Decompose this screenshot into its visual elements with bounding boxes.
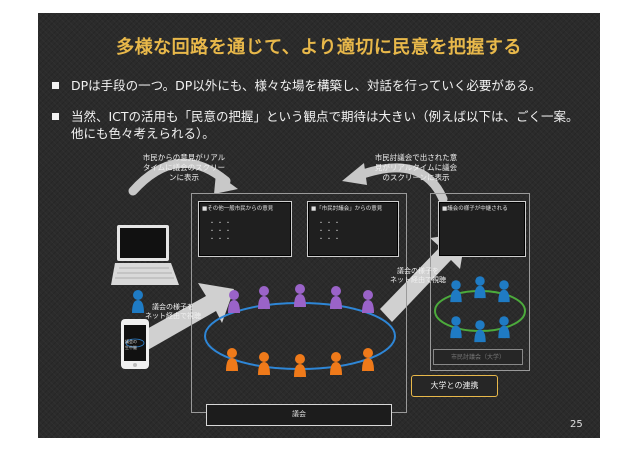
citizen-figure bbox=[450, 280, 462, 303]
laptop-icon bbox=[111, 223, 179, 289]
arrow-label-right: 議会の様子をネット経由で視聴 bbox=[390, 267, 446, 284]
bullet-2: 当然、ICTの活用も「民意の把握」という観点で期待は大きい（例えば以下は、ごく一… bbox=[52, 108, 592, 142]
councillor-figure bbox=[362, 290, 374, 313]
viewer-figure bbox=[132, 290, 144, 313]
caption-left-line3: ンに表示 bbox=[169, 173, 199, 182]
caption-right-line2: 見がリアルタイムに議会 bbox=[374, 163, 458, 172]
bullet-1-text: DPは手段の一つ。DP以外にも、様々な場を構築し、対話を行っていく必要がある。 bbox=[71, 78, 542, 93]
university-collaboration-callout: 大学との連携 bbox=[411, 375, 498, 397]
caption-left-line1: 市民からの意見がリアル bbox=[142, 153, 226, 162]
bullet-square-icon bbox=[52, 113, 59, 120]
slide: 多様な回路を通じて、より適切に民意を把握する DPは手段の一つ。DP以外にも、様… bbox=[38, 13, 600, 438]
screen-panel-citizens: ■その他一般市民からの意見 ・・・・・・・・・ bbox=[198, 201, 292, 257]
councillor-figure bbox=[228, 290, 240, 313]
panel-label: ■議会の様子が中継される bbox=[442, 206, 508, 212]
bullet-2-line1: 当然、ICTの活用も「民意の把握」という観点で期待は大きい（例えば以下は、ごく一… bbox=[71, 109, 579, 124]
screen-panel-forum: ■「市民討議会」からの意見 ・・・・・・・・・ bbox=[307, 201, 399, 257]
citizen-figure bbox=[498, 280, 510, 303]
bullet-2-line2: 他にも色々考えられる）。 bbox=[71, 126, 215, 141]
university-forum-bar: 市民討議会（大学） bbox=[433, 349, 523, 365]
caption-right-line1: 市民討議会で出された意 bbox=[374, 153, 458, 162]
caption-left: 市民からの意見がリアル タイムに議会のスクリー ンに表示 bbox=[138, 153, 230, 183]
official-figure bbox=[226, 348, 238, 371]
citizen-figure bbox=[498, 316, 510, 339]
official-figure bbox=[294, 354, 306, 377]
assembly-podium: 議会 bbox=[206, 404, 392, 426]
panel-label: ■「市民討議会」からの意見 bbox=[311, 206, 383, 212]
official-figure bbox=[258, 352, 270, 375]
screen-panel-broadcast: ■議会の様子が中継される bbox=[438, 201, 526, 257]
block-arrow-left bbox=[136, 283, 234, 351]
page-number: 25 bbox=[570, 419, 583, 430]
bullet-1: DPは手段の一つ。DP以外にも、様々な場を構築し、対話を行っていく必要がある。 bbox=[52, 77, 592, 94]
panel-dots: ・・・・・・・・・ bbox=[209, 220, 234, 243]
councillor-figure bbox=[294, 284, 306, 307]
arrow-label-left: 議会の様子をネット経由で視聴 bbox=[145, 303, 201, 320]
caption-right: 市民討議会で出された意 見がリアルタイムに議会 のスクリーンに表示 bbox=[368, 153, 464, 183]
phone-text: 議会の生中継 bbox=[125, 339, 137, 350]
citizen-figure bbox=[450, 316, 462, 339]
panel-dots: ・・・・・・・・・ bbox=[318, 220, 343, 243]
citizen-forum-frame bbox=[430, 193, 530, 371]
citizen-figure bbox=[474, 320, 486, 343]
bullet-square-icon bbox=[52, 82, 59, 89]
university-forum-label: 市民討議会（大学） bbox=[450, 354, 505, 361]
panel-label: ■その他一般市民からの意見 bbox=[202, 206, 274, 212]
official-figure bbox=[362, 348, 374, 371]
councillor-figure bbox=[258, 286, 270, 309]
smartphone-icon: 議会の生中継 bbox=[121, 319, 149, 369]
caption-left-line2: タイムに議会のスクリー bbox=[142, 163, 226, 172]
citizen-figure bbox=[474, 276, 486, 299]
callout-label: 大学との連携 bbox=[430, 381, 479, 390]
caption-right-line3: のスクリーンに表示 bbox=[382, 173, 450, 182]
curved-arrow-right bbox=[355, 163, 448, 204]
councillor-figure bbox=[330, 286, 342, 309]
curved-arrow-right-head bbox=[342, 163, 367, 185]
official-figure bbox=[330, 352, 342, 375]
slide-title: 多様な回路を通じて、より適切に民意を把握する bbox=[116, 37, 522, 58]
podium-label: 議会 bbox=[292, 410, 306, 418]
curved-arrow-left bbox=[128, 158, 231, 196]
curved-arrow-left-head bbox=[214, 173, 238, 194]
